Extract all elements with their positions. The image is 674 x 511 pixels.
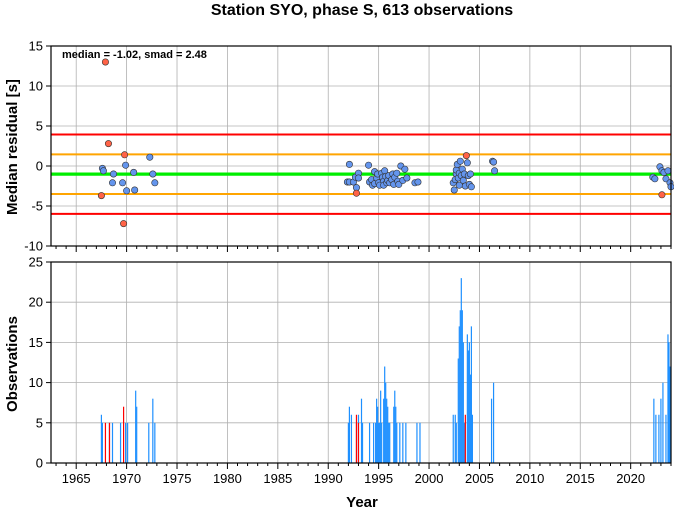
data-point (658, 191, 666, 199)
data-point (467, 183, 475, 191)
data-point (393, 169, 401, 177)
residual-panel: -10 -5 0 5 10 15 (24, 39, 674, 254)
data-point (119, 179, 127, 187)
y-tick-label: 25 (29, 255, 43, 270)
data-point (151, 179, 159, 187)
data-point (345, 160, 353, 168)
data-point (401, 165, 409, 173)
plot-frame (50, 261, 672, 464)
y-axis-label-residual: Median residual [s] (4, 79, 21, 215)
y-tick-label: 0 (36, 159, 43, 174)
y-tick-label: 10 (29, 79, 43, 94)
data-point (354, 174, 362, 182)
data-point (414, 178, 422, 186)
data-point (104, 140, 112, 148)
y-tick-label: -5 (31, 199, 43, 214)
data-point (110, 170, 118, 178)
data-point (403, 174, 411, 182)
data-point (365, 161, 373, 169)
data-point (123, 187, 131, 195)
x-tick-label: 2005 (465, 471, 494, 486)
data-point (491, 167, 499, 175)
x-tick-label: 1970 (112, 471, 141, 486)
data-point (462, 152, 470, 160)
y-tick-label: 10 (29, 375, 43, 390)
data-point (146, 153, 154, 161)
data-point (108, 179, 116, 187)
y-tick-label: 15 (29, 39, 43, 54)
y-tick-label: 15 (29, 335, 43, 350)
x-tick-label: 1965 (62, 471, 91, 486)
x-tick-label: 1975 (163, 471, 192, 486)
stats-annotation: median = -1.02, smad = 2.48 (62, 49, 207, 61)
y-tick-label: 5 (36, 415, 43, 430)
x-tick-label: 2010 (515, 471, 544, 486)
plot-frame (50, 45, 672, 247)
data-point (352, 189, 360, 197)
x-tick-label: 2015 (566, 471, 595, 486)
x-tick-label: 1980 (213, 471, 242, 486)
data-point (121, 151, 129, 159)
data-point (490, 158, 498, 166)
data-point (99, 167, 107, 175)
data-point (149, 170, 157, 178)
y-tick-label: 5 (36, 119, 43, 134)
data-point (651, 175, 659, 183)
data-point (130, 168, 138, 176)
y-tick-label: 20 (29, 295, 43, 310)
data-point (122, 161, 130, 169)
data-point (456, 157, 464, 165)
data-point (120, 220, 128, 228)
data-point (131, 186, 139, 194)
data-point (463, 159, 471, 167)
y-tick-label: 0 (36, 456, 43, 471)
y-axis-label-observations: Observations (4, 316, 21, 412)
observations-panel: 0 5 10 15 20 25 1965 1970 1975 1980 1985 1990 1995 20… (29, 255, 672, 486)
x-tick-label: 2020 (616, 471, 645, 486)
y-tick-label: -10 (24, 239, 43, 254)
data-point (450, 186, 458, 194)
x-tick-label: 1990 (314, 471, 343, 486)
data-point (466, 170, 474, 178)
data-point (97, 192, 105, 200)
x-tick-label: 2000 (415, 471, 444, 486)
data-point (101, 58, 109, 66)
plot-area (51, 46, 671, 246)
chart-title: Station SYO, phase S, 613 observations (211, 2, 513, 19)
x-axis-label: Year (346, 494, 378, 511)
x-tick-label: 1995 (364, 471, 393, 486)
x-tick-label: 1985 (263, 471, 292, 486)
data-point (664, 167, 672, 175)
